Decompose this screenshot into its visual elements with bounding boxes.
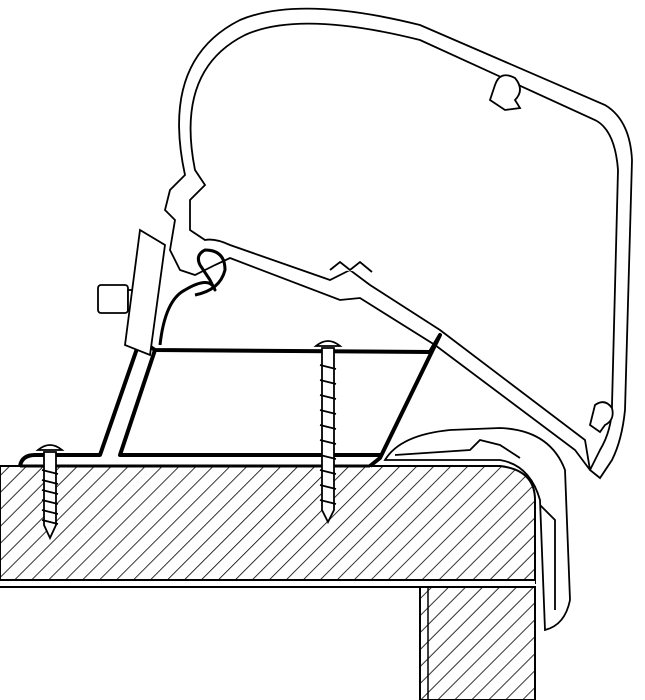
bolt-and-nut [97,228,166,357]
roof-section [0,465,536,588]
corner-trim-profile [383,427,571,632]
wall-section [419,586,536,700]
screw-right [313,340,343,525]
adapter-bracket [18,248,442,468]
awning-cassette [164,7,633,480]
screw-left [35,444,65,541]
